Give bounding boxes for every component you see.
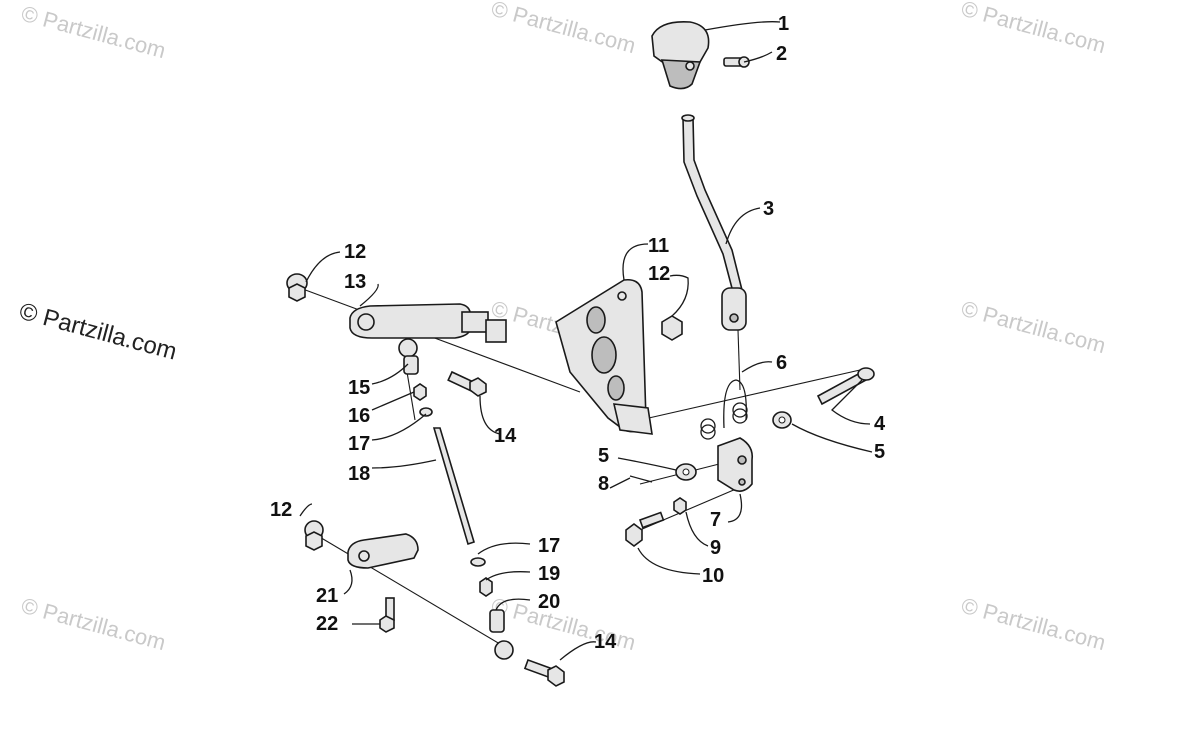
callout-9: 9 [710,537,721,559]
flange-nut-lower-left [304,520,324,551]
washer-left [675,463,697,481]
callout-2: 2 [776,43,787,65]
callout-labels: 1 2 3 4 5 5 6 7 8 9 10 11 12 12 13 14 15… [270,13,886,653]
watermark-large-left: © Partzilla.com [16,298,179,366]
mounting-bracket [555,278,653,435]
callout-18: 18 [348,463,370,485]
callout-7: 7 [710,509,721,531]
callout-12-bracket: 12 [648,263,670,285]
threaded-rod [432,427,475,546]
shift-knob [651,20,710,90]
bolt-arm [379,597,395,633]
callout-12-lower-left: 12 [270,499,292,521]
flange-nut-top-left [286,273,308,302]
cotter-pin [629,475,653,483]
pivot-pin [816,367,875,406]
callout-3: 3 [763,198,774,220]
callout-5-left: 5 [598,445,609,467]
callout-4: 4 [874,413,886,435]
callout-8: 8 [598,473,609,495]
bolt-upper [447,370,487,397]
callout-15: 15 [348,377,370,399]
knob-screw [723,56,750,68]
callout-21: 21 [316,585,338,607]
ball-joint-lower [489,609,514,660]
axis-bracket-pivot [639,369,861,421]
nut-small [673,497,687,515]
callout-22: 22 [316,613,338,635]
axis-left-shaft [299,287,581,393]
callout-16: 16 [348,405,370,427]
shift-arm-upper [349,303,507,343]
callout-11: 11 [648,235,669,257]
jam-nut-upper [413,383,427,401]
callout-1: 1 [778,13,789,35]
callout-5-right: 5 [874,441,885,463]
watermark-top-center: © Partzilla.com [489,0,639,58]
bolt-lower [625,511,665,547]
washer-upper [419,407,433,417]
watermark-top-right: © Partzilla.com [959,0,1109,58]
shift-arm-lower [347,533,419,569]
return-spring [700,379,748,440]
callout-14-lower: 14 [594,631,617,653]
callout-20: 20 [538,591,560,613]
callout-17-lower: 17 [538,535,560,557]
washer-right [772,411,792,429]
washer-lower [470,557,486,567]
shift-lever-rod [681,114,747,331]
callout-17-upper: 17 [348,433,370,455]
ball-joint-upper [398,338,419,375]
callout-13: 13 [344,271,366,293]
watermark-middle-right: © Partzilla.com [959,296,1109,359]
clevis-block [717,437,754,492]
watermark-bottom-right: © Partzilla.com [959,593,1109,656]
callout-10: 10 [702,565,724,587]
callout-19: 19 [538,563,560,585]
leader-lines [299,21,873,661]
callout-14-upper: 14 [494,425,517,447]
axis-shift-rod [737,329,741,391]
watermark-top-left: © Partzilla.com [19,1,169,64]
watermark-bottom-left: © Partzilla.com [19,593,169,656]
callout-6: 6 [776,352,787,374]
jam-nut-lower [479,577,493,597]
bolt-lower-left [523,658,565,687]
flange-nut-bracket [661,315,683,341]
callout-12-top-left: 12 [344,241,366,263]
